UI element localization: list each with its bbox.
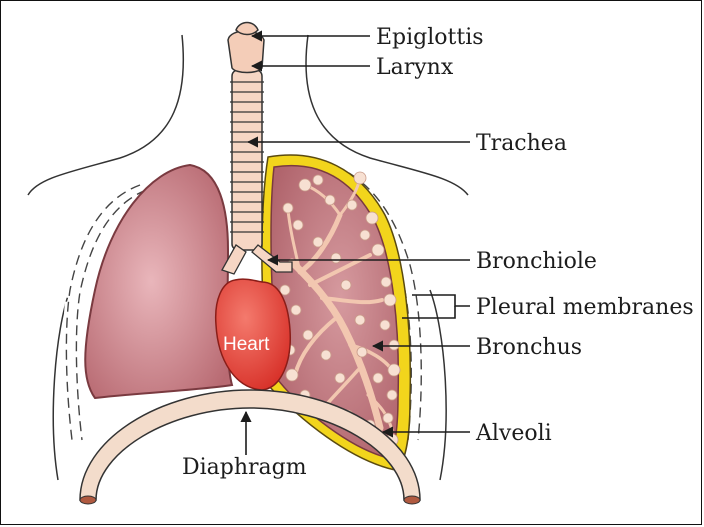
label-diaphragm: Diaphragm bbox=[182, 455, 307, 480]
trachea bbox=[230, 70, 264, 250]
label-epiglottis: Epiglottis bbox=[376, 25, 484, 50]
label-bronchiole: Bronchiole bbox=[476, 249, 597, 274]
label-bronchus: Bronchus bbox=[476, 335, 582, 360]
label-heart: Heart bbox=[223, 334, 270, 355]
label-trachea: Trachea bbox=[476, 131, 567, 156]
label-alveoli: Alveoli bbox=[475, 421, 552, 446]
diaphragm-end-left bbox=[80, 496, 96, 504]
label-pleural-membranes: Pleural membranes bbox=[476, 295, 694, 320]
diaphragm-end-right bbox=[404, 496, 420, 504]
left-lung bbox=[85, 165, 232, 398]
body-outline-left bbox=[28, 35, 183, 195]
epiglottis bbox=[236, 23, 258, 35]
label-larynx: Larynx bbox=[376, 55, 454, 80]
